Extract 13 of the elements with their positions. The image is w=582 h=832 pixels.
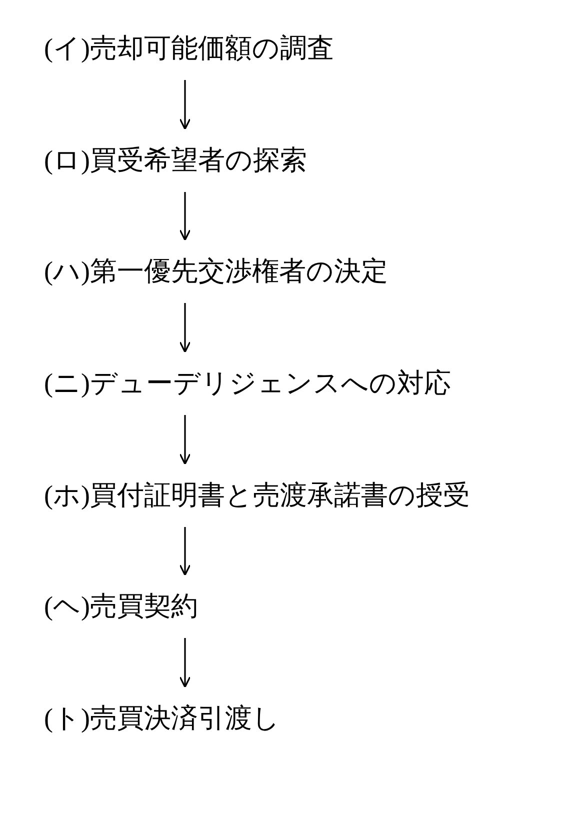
arrow bbox=[179, 303, 191, 353]
arrow bbox=[179, 527, 191, 576]
step-text: (ト)売買決済引渡し bbox=[44, 700, 280, 736]
step-text: (ハ)第一優先交渉権者の決定 bbox=[44, 253, 388, 289]
step-text: (ニ)デューデリジェンスへの対応 bbox=[44, 365, 451, 401]
arrow bbox=[179, 192, 191, 241]
step-text: (ホ)買付証明書と売渡承諾書の授受 bbox=[44, 477, 470, 513]
step-text: (ロ)買受希望者の探索 bbox=[44, 142, 307, 178]
arrow bbox=[179, 638, 191, 688]
step-text: (イ)売却可能価額の調査 bbox=[44, 30, 334, 66]
arrow bbox=[179, 80, 191, 130]
arrow bbox=[179, 415, 191, 465]
step-text: (ヘ)売買契約 bbox=[44, 588, 198, 624]
